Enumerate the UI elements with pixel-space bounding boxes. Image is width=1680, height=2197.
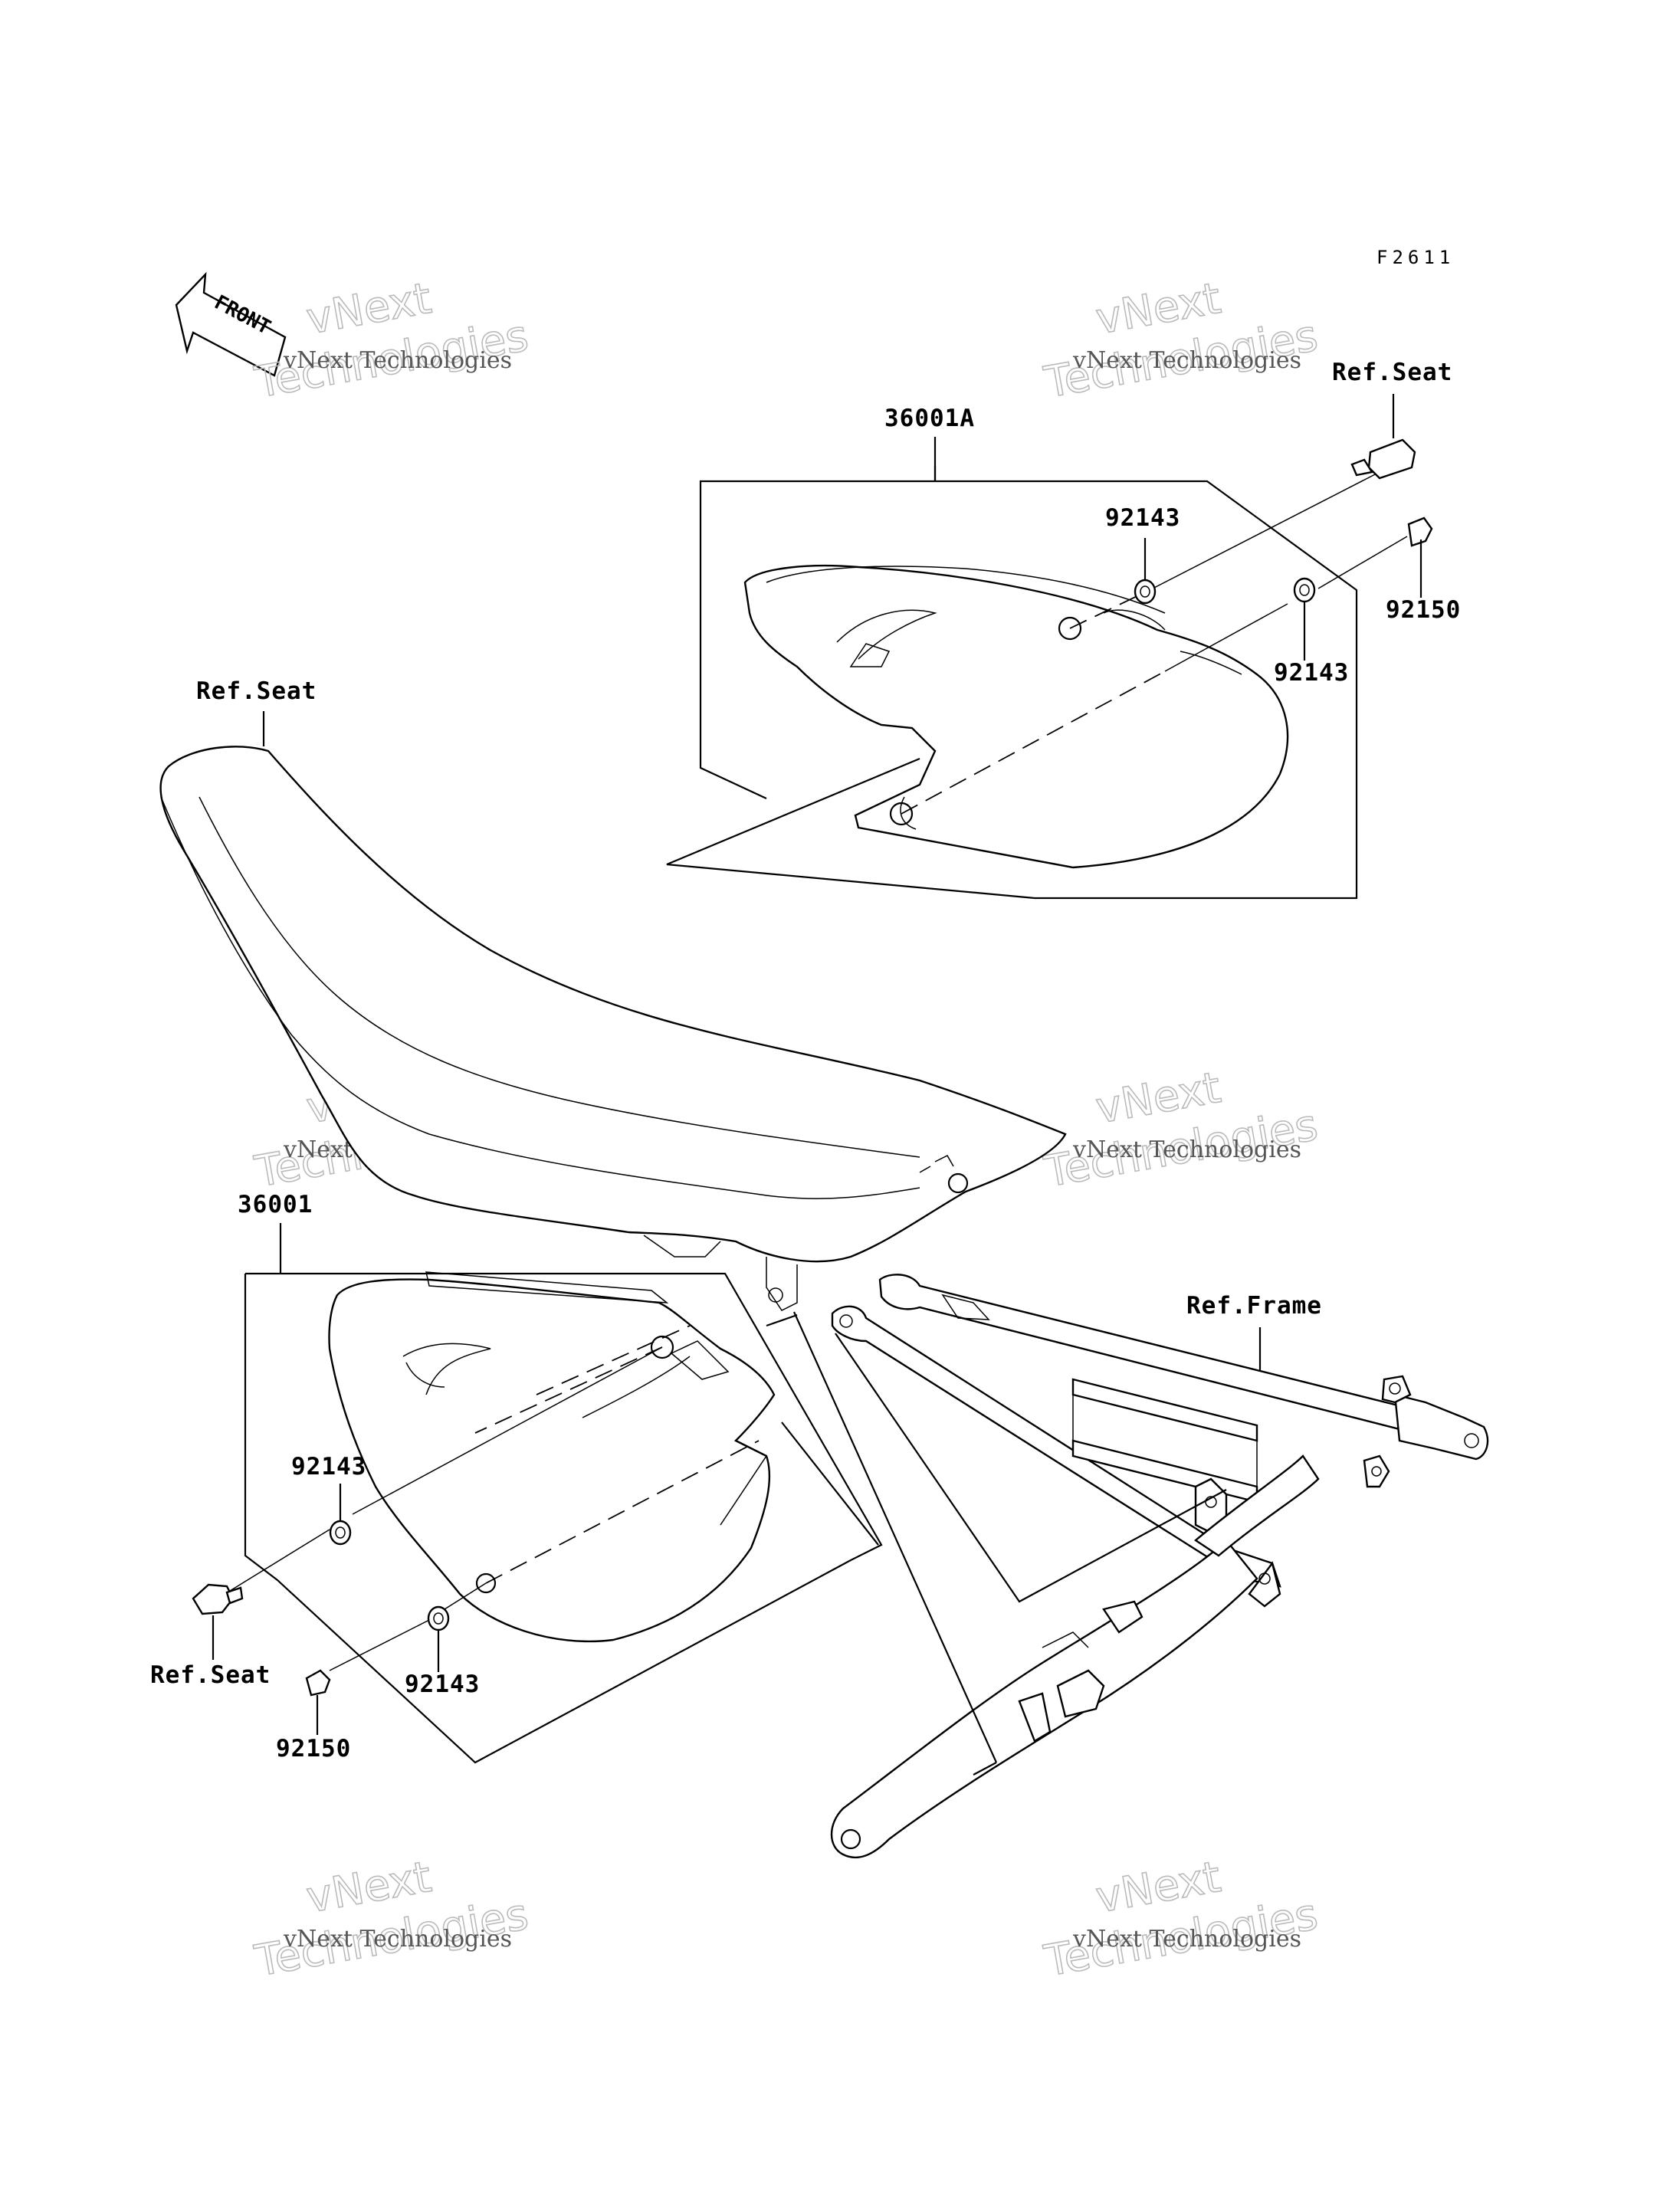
washer-icon	[329, 1520, 352, 1546]
side-cover-36001a	[743, 564, 1289, 869]
watermark-text: vNext Technologies	[1072, 347, 1301, 374]
watermark: vNext Technologies	[251, 273, 533, 408]
assembly-box-36001a	[666, 480, 1358, 900]
washer-icon	[1293, 577, 1316, 603]
label-ref-seat: Ref.Seat	[196, 677, 317, 705]
label-92143: 92143	[1274, 659, 1349, 687]
label-36001a: 36001A	[884, 405, 975, 432]
label-36001: 36001	[238, 1191, 313, 1218]
watermark-text: vNext Technologies	[1072, 1926, 1301, 1953]
side-cover-36001	[328, 1271, 776, 1643]
washer-icon	[427, 1605, 450, 1631]
bolt-icon	[305, 1669, 331, 1697]
watermark: vNext Technologies	[1040, 1851, 1322, 1987]
label-92143: 92143	[291, 1453, 366, 1481]
bolt-icon	[192, 1583, 244, 1615]
label-ref-seat: Ref.Seat	[150, 1661, 271, 1689]
seat	[159, 746, 1067, 1311]
bolt-icon	[1350, 438, 1416, 480]
diagram-code: F2611	[1376, 247, 1455, 268]
watermark: vNext Technologies	[1040, 273, 1322, 408]
watermark: vNext Technologies	[1040, 1062, 1322, 1198]
label-92143: 92143	[405, 1671, 480, 1698]
washer-icon	[1134, 579, 1157, 605]
label-ref-frame: Ref.Frame	[1186, 1292, 1322, 1320]
watermark-text: vNext Technologies	[1072, 1136, 1301, 1163]
label-92150: 92150	[276, 1735, 351, 1763]
label-ref-seat: Ref.Seat	[1332, 359, 1452, 386]
watermark-text: vNext Technologies	[283, 1926, 512, 1953]
label-92150: 92150	[1386, 596, 1461, 624]
watermark: vNext Technologies	[251, 1851, 533, 1987]
label-92143: 92143	[1105, 504, 1180, 532]
frame	[830, 1274, 1489, 1859]
assembly-box-36001	[244, 1272, 883, 1764]
bolt-icon	[1407, 516, 1433, 547]
watermark-text: vNext Technologies	[283, 347, 512, 374]
